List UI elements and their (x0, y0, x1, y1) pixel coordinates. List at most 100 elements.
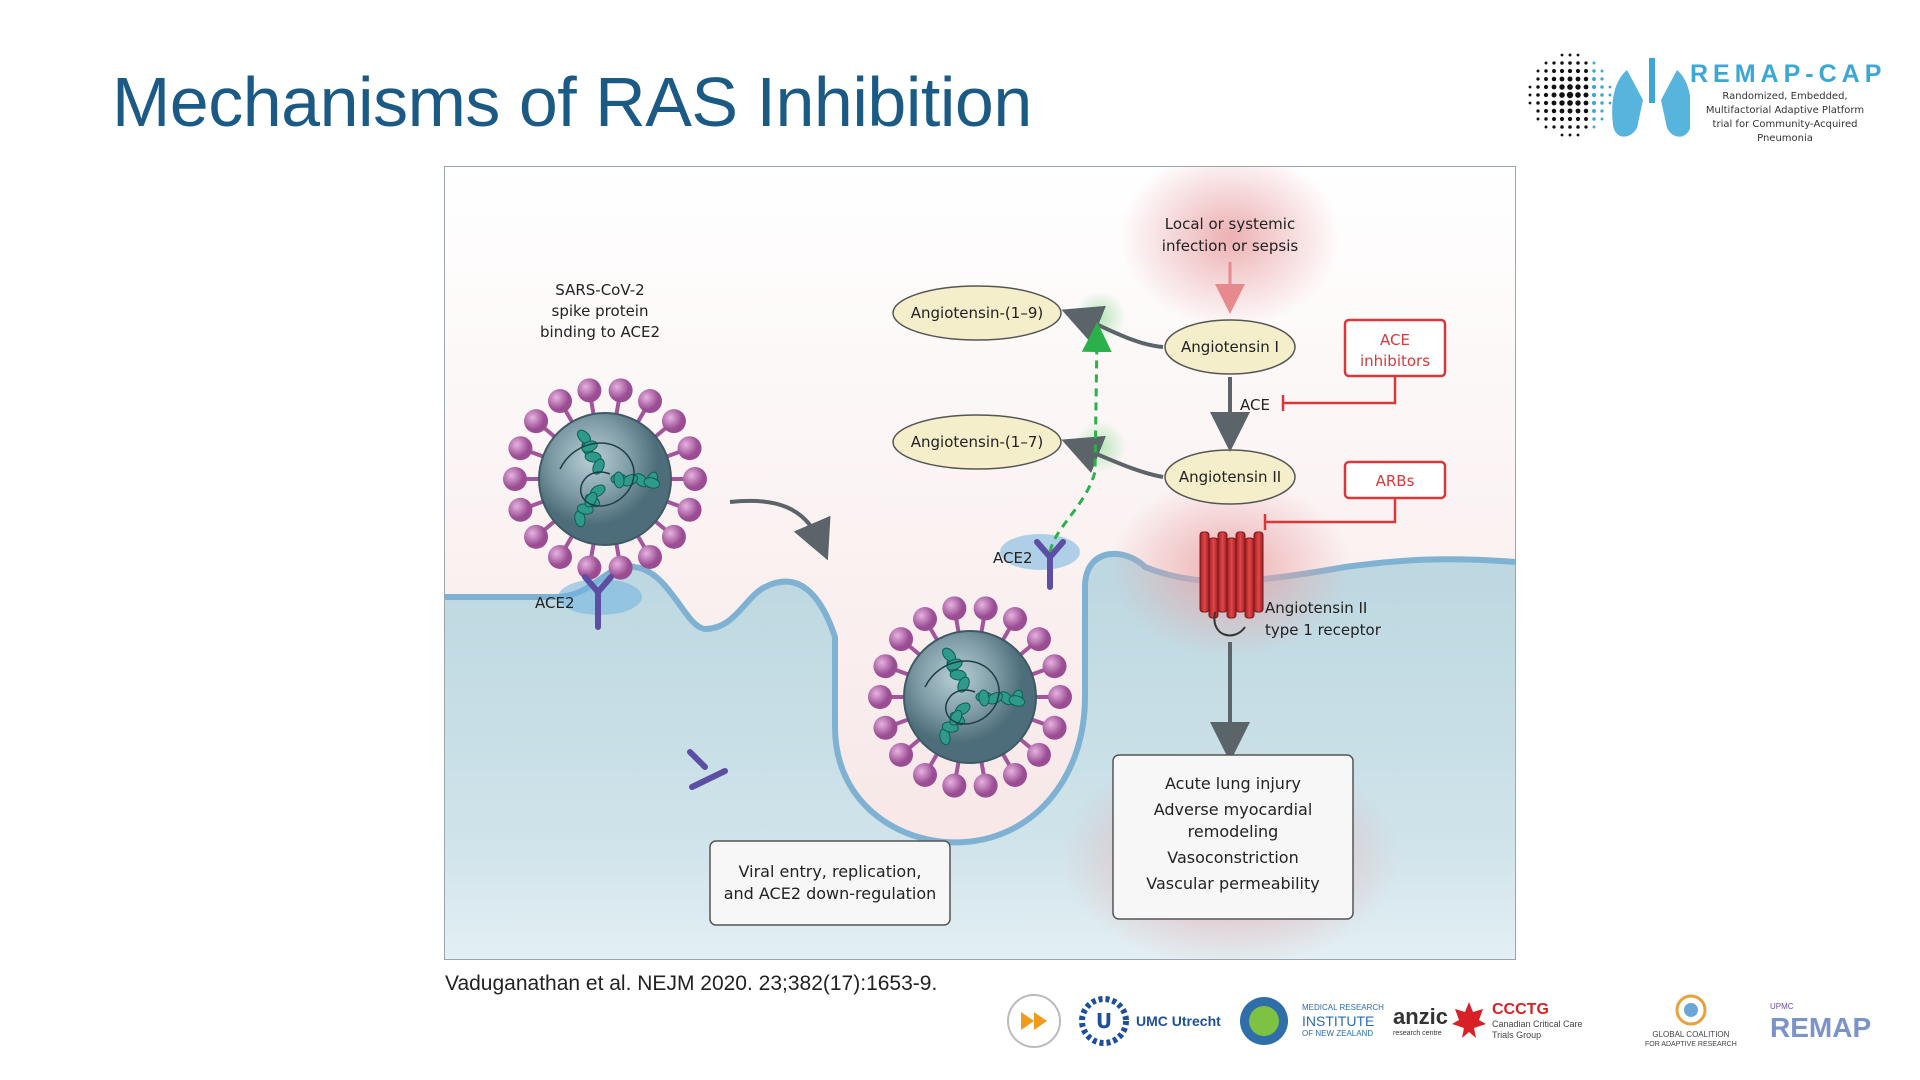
arbs-box: ARBs (1343, 460, 1447, 500)
slide-title: Mechanisms of RAS Inhibition (112, 63, 1032, 141)
spike-protein (1026, 742, 1051, 767)
ace2-activity-arrow (1048, 322, 1112, 553)
sars-cov-2-virion-free (503, 378, 707, 580)
spike-protein (1003, 762, 1027, 787)
mrinz-logo: MEDICAL RESEARCH INSTITUTE OF NEW ZEALAN… (1302, 1003, 1384, 1038)
svg-text:Angiotensin-(1–9): Angiotensin-(1–9) (911, 304, 1043, 322)
svg-text:and ACE2 down-regulation: and ACE2 down-regulation (724, 884, 937, 903)
ace-label: ACE (1240, 396, 1270, 414)
spike-protein (524, 409, 549, 434)
ace2-receptor-vesicle (687, 749, 728, 790)
ang2-to-ang17-arrow (1061, 435, 1164, 479)
spike-protein (889, 627, 914, 652)
spike-protein (1048, 685, 1072, 709)
svg-text:Angiotensin II: Angiotensin II (1265, 599, 1367, 617)
ras-mechanism-figure: SARS-CoV-2 spike protein binding to ACE2… (444, 166, 1516, 960)
svg-text:Adverse myocardial: Adverse myocardial (1154, 800, 1313, 819)
prepare-logo (1005, 990, 1063, 1052)
angiotensin-1-node: Angiotensin I (1164, 319, 1296, 375)
citation: Vaduganathan et al. NEJM 2020. 23;382(17… (445, 972, 938, 995)
angiotensin-ii-type-1-receptor (1199, 531, 1264, 637)
angiotensin-1-9-node: Angiotensin-(1–9) (892, 285, 1062, 341)
svg-text:inhibitors: inhibitors (1360, 352, 1430, 370)
spike-protein (1042, 715, 1067, 740)
svg-text:binding to ACE2: binding to ACE2 (540, 323, 660, 341)
spike-protein (942, 773, 967, 798)
spike-protein (638, 389, 662, 414)
global-coalition-logo: GLOBAL COALITION FOR ADAPTIVE RESEARCH (1645, 990, 1737, 1052)
infection-glow (1120, 167, 1340, 327)
umc-utrecht-logo: U UMC Utrecht (1078, 990, 1221, 1052)
svg-text:Angiotensin-(1–7): Angiotensin-(1–7) (911, 433, 1043, 451)
spike-protein (1026, 627, 1051, 652)
anzic-logo: anzic research centre (1393, 1003, 1449, 1037)
spike-protein (873, 715, 898, 740)
svg-text:Local or systemic: Local or systemic (1165, 215, 1295, 233)
spike-protein (577, 555, 602, 580)
svg-text:Angiotensin II: Angiotensin II (1179, 468, 1281, 486)
green-leaf-logo (1237, 990, 1292, 1052)
ace2-receptor-mid (1000, 534, 1080, 590)
spike-protein (548, 544, 572, 569)
brand-name: REMAP-CAP (1690, 60, 1887, 88)
spike-protein (973, 773, 998, 798)
upmc-remap-logo: UPMC REMAP (1770, 1001, 1872, 1043)
arb-inhibition-line (1263, 498, 1397, 530)
ace2-label-left: ACE2 (535, 594, 575, 612)
ace-inhibition-line (1281, 376, 1397, 411)
svg-text:Acute lung injury: Acute lung injury (1165, 774, 1301, 793)
spike-protein (683, 467, 707, 491)
spike-protein (503, 467, 527, 491)
svg-text:Vascular permeability: Vascular permeability (1146, 874, 1319, 893)
spike-protein (1042, 654, 1067, 679)
outcomes-box: Acute lung injury Adverse myocardial rem… (1112, 754, 1354, 920)
brand-tagline: Randomized, Embedded, Multifactorial Ada… (1705, 91, 1865, 144)
receptor-label: Angiotensin II type 1 receptor (1265, 599, 1382, 639)
spike-protein (608, 378, 633, 403)
spike-protein (508, 497, 533, 522)
remap-cap-emblem-icon (1528, 53, 1692, 137)
ang1-to-ang19-arrow (1061, 305, 1164, 349)
spike-protein (508, 436, 533, 461)
ccctg-logo: CCCTG Canadian Critical Care Trials Grou… (1450, 990, 1583, 1052)
spike-protein (889, 742, 914, 767)
entry-arrow (729, 498, 831, 561)
spike-label: SARS-CoV-2 spike protein binding to ACE2 (540, 281, 660, 341)
spike-protein (873, 654, 898, 679)
spike-protein (677, 497, 702, 522)
svg-text:Viral entry, replication,: Viral entry, replication, (739, 862, 922, 881)
svg-text:U: U (1096, 1009, 1112, 1033)
spike-protein (913, 762, 937, 787)
spike-protein (548, 389, 572, 414)
spike-protein (677, 436, 702, 461)
svg-text:Angiotensin I: Angiotensin I (1181, 338, 1279, 356)
spike-protein (608, 555, 633, 580)
svg-text:ARBs: ARBs (1376, 472, 1415, 490)
spike-protein (638, 544, 662, 569)
spike-protein (524, 524, 549, 549)
angiotensin-1-7-node: Angiotensin-(1–7) (892, 414, 1062, 470)
svg-text:ACE: ACE (1380, 331, 1410, 349)
sars-cov-2-virion-internalized (868, 596, 1072, 798)
ace2-label-mid: ACE2 (993, 549, 1033, 567)
svg-text:Vasoconstriction: Vasoconstriction (1167, 848, 1298, 867)
spike-protein (661, 409, 686, 434)
ace-inhibitors-box: ACE inhibitors (1343, 318, 1447, 378)
infection-label: Local or systemic infection or sepsis (1162, 215, 1299, 255)
spike-protein (661, 524, 686, 549)
spike-protein (1003, 607, 1027, 632)
angiotensin-2-node: Angiotensin II (1164, 449, 1296, 505)
spike-protein (913, 607, 937, 632)
svg-text:infection or sepsis: infection or sepsis (1162, 237, 1299, 255)
spike-protein (973, 596, 998, 621)
svg-text:SARS-CoV-2: SARS-CoV-2 (555, 281, 644, 299)
spike-protein (577, 378, 602, 403)
svg-text:remodeling: remodeling (1188, 822, 1279, 841)
spike-protein (868, 685, 892, 709)
remap-cap-logo: REMAP-CAP Randomized, Embedded, Multifac… (1515, 40, 1895, 155)
ace2-receptor-left (558, 574, 642, 630)
svg-text:spike protein: spike protein (552, 302, 649, 320)
svg-text:type 1 receptor: type 1 receptor (1265, 621, 1382, 639)
spike-protein (942, 596, 967, 621)
viral-entry-box: Viral entry, replication, and ACE2 down-… (709, 840, 951, 926)
